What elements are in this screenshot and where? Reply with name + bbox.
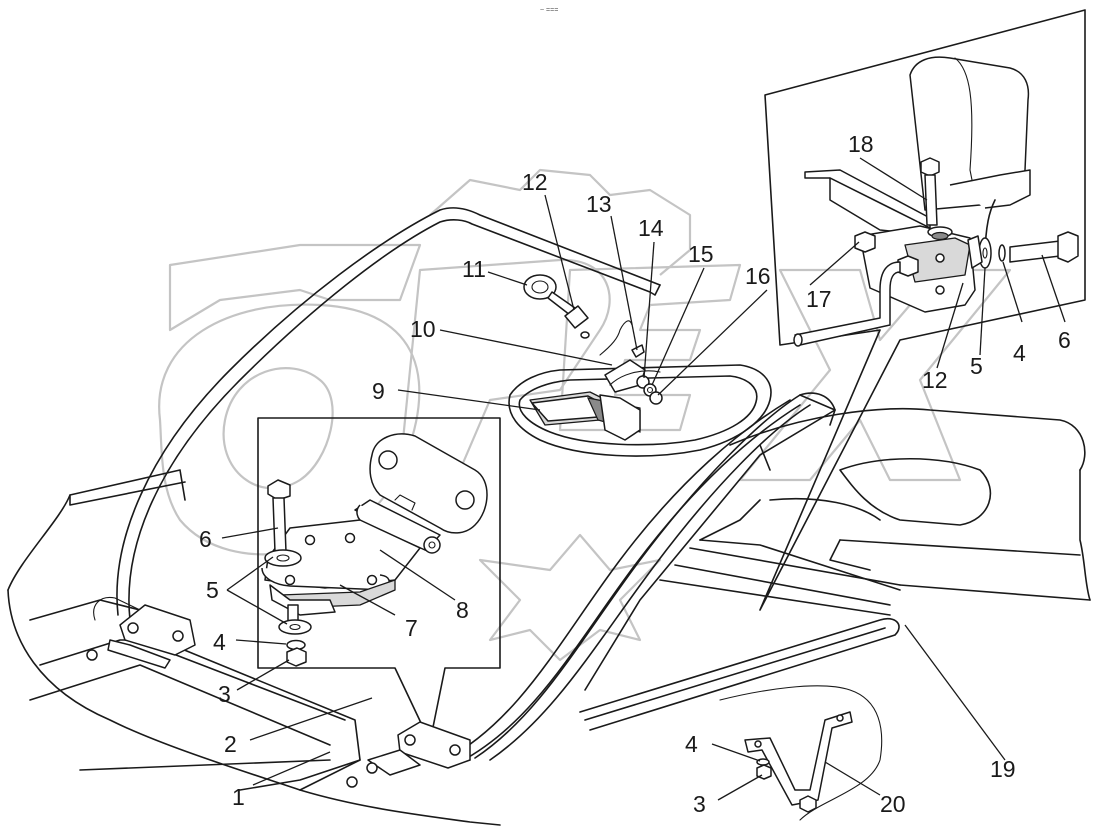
callout-13: 13 — [586, 191, 612, 217]
hinge-center — [346, 721, 471, 788]
callout-8: 8 — [456, 597, 469, 623]
leader-lines — [221, 157, 1066, 801]
callout-4: 4 — [213, 629, 226, 655]
callout-11: 11 — [462, 256, 486, 282]
callout-16: 16 — [745, 263, 771, 289]
callout-12: 12 — [922, 367, 948, 393]
callout-15: 15 — [688, 241, 714, 267]
callout-7: 7 — [405, 615, 418, 641]
cab-body — [7, 408, 1091, 826]
callout-10: 10 — [410, 316, 436, 342]
hinge-left — [86, 604, 196, 669]
callout-5: 5 — [206, 577, 219, 603]
callout-4: 4 — [685, 731, 698, 757]
grommet-parts — [523, 274, 590, 339]
callout-12: 12 — [522, 169, 548, 195]
callout-18: 18 — [848, 131, 874, 157]
callout-6: 6 — [199, 526, 212, 552]
callout-17: 17 — [806, 286, 832, 312]
callout-3: 3 — [693, 791, 706, 817]
callout-19: 19 — [990, 756, 1016, 782]
callout-9: 9 — [372, 378, 385, 404]
callout-2: 2 — [224, 731, 237, 757]
callout-labels: 1 2 3 3 4 4 4 5 5 6 6 7 8 9 10 11 12 12 … — [199, 7, 1071, 817]
header-mark: ~ === — [540, 7, 558, 14]
hinge-inset — [257, 417, 501, 743]
callout-14: 14 — [638, 215, 664, 241]
callout-5: 5 — [970, 353, 983, 379]
callout-1: 1 — [232, 784, 245, 810]
callout-20: 20 — [880, 791, 906, 817]
latch-assembly — [508, 320, 772, 457]
bracket-20 — [719, 685, 883, 821]
callout-4: 4 — [1013, 340, 1026, 366]
mirror-inset — [759, 9, 1086, 611]
callout-6: 6 — [1058, 327, 1071, 353]
seal-profile — [474, 392, 901, 761]
callout-3: 3 — [218, 681, 231, 707]
